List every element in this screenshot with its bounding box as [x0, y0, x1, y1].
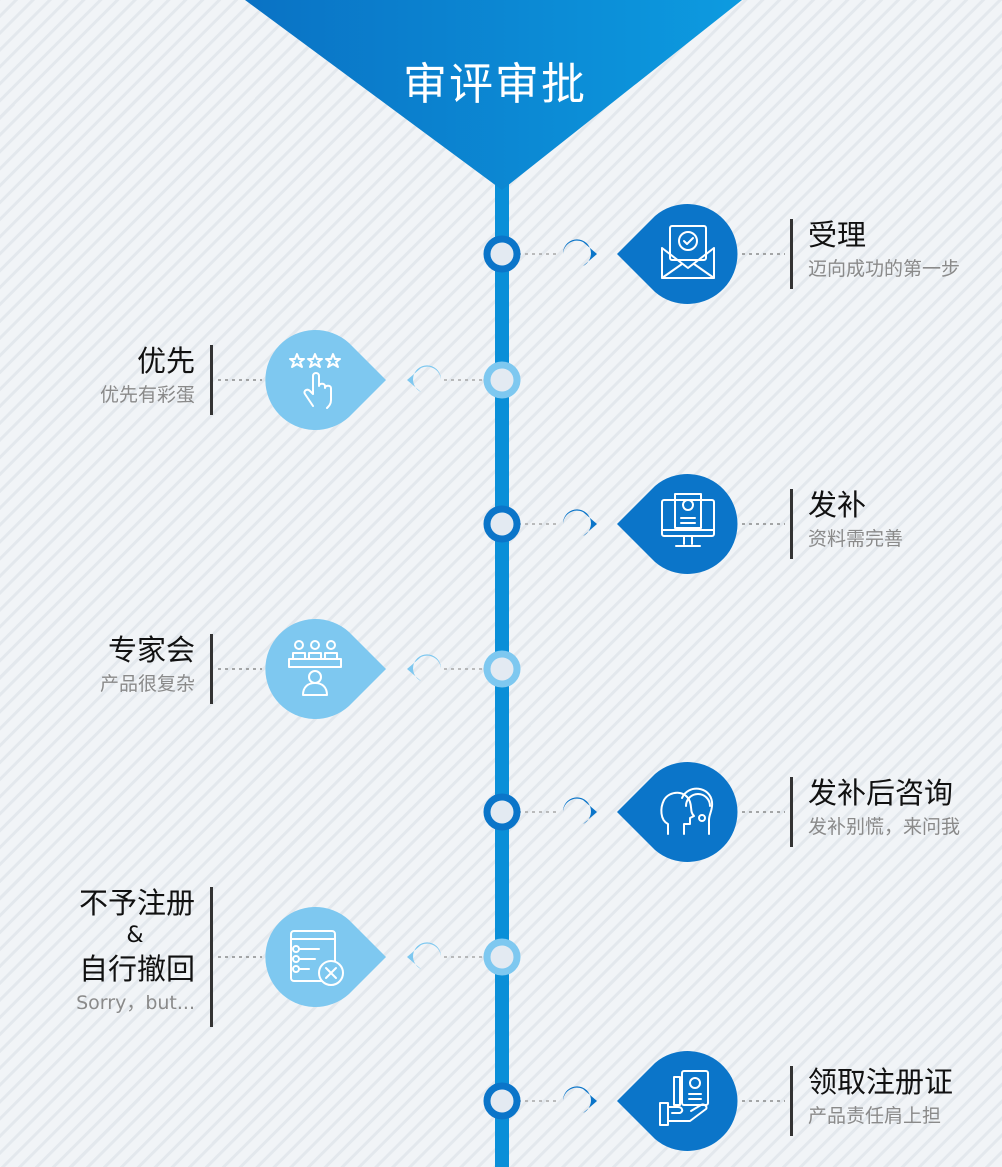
timeline-step [483, 203, 785, 304]
divider-bar [790, 1066, 793, 1136]
consultant-headset-icon [660, 787, 714, 835]
step-label: 受理迈向成功的第一步 [808, 216, 1002, 284]
divider-bar [210, 887, 213, 1027]
timeline-node [483, 650, 521, 688]
step-title: 不予注册 [78, 886, 195, 920]
divider-bar [210, 345, 213, 415]
step-subtitle: 发补别慌，来问我 [808, 816, 961, 838]
step-label: 不予注册 & 自行撤回 Sorry，but... [0, 884, 195, 1018]
certificate-hand-icon [659, 1070, 709, 1126]
timeline-step [483, 1051, 785, 1152]
step-label: 优先优先有彩蛋 [0, 342, 195, 410]
small-drop-marker [562, 797, 597, 824]
step-title-line2: 自行撤回 [78, 952, 195, 986]
header-triangle [245, 0, 742, 190]
timeline-node [483, 361, 521, 399]
timeline-step [218, 907, 521, 1007]
monitor-document-icon [661, 493, 715, 547]
step-subtitle: 产品责任肩上担 [808, 1105, 942, 1127]
checklist-reject-icon [290, 930, 344, 986]
step-title: 专家会 [107, 633, 195, 667]
timeline-node [483, 938, 521, 976]
timeline-step [483, 474, 785, 574]
small-drop-marker [562, 239, 597, 266]
step-label: 发补资料需完善 [808, 486, 1002, 554]
timeline-step [218, 619, 521, 719]
divider-bar [210, 634, 213, 704]
step-title: 受理 [808, 218, 867, 252]
envelope-check-icon [661, 225, 715, 279]
divider-bar [790, 777, 793, 847]
step-label: 专家会产品很复杂 [0, 631, 195, 699]
icon-drop [265, 907, 386, 1007]
step-subtitle: 迈向成功的第一步 [808, 258, 961, 280]
icon-drop [617, 1051, 738, 1152]
stars-hand-icon [289, 353, 341, 409]
icon-drop [265, 330, 386, 430]
step-title: 优先 [136, 344, 195, 378]
divider-bar [790, 219, 793, 289]
timeline-node [483, 235, 521, 273]
step-title-ampersand: & [126, 923, 144, 948]
step-label: 领取注册证产品责任肩上担 [808, 1063, 1002, 1131]
expert-meeting-icon [288, 640, 342, 696]
timeline-node [483, 505, 521, 543]
icon-drop [265, 619, 386, 719]
step-title: 领取注册证 [808, 1065, 954, 1099]
timeline-step [483, 762, 785, 862]
step-subtitle: 资料需完善 [808, 528, 904, 550]
divider-bar [790, 489, 793, 559]
small-drop-marker [562, 1086, 597, 1113]
step-title: 发补后咨询 [808, 776, 954, 810]
step-subtitle: Sorry，but... [76, 992, 195, 1014]
small-drop-marker [407, 654, 442, 681]
step-subtitle: 优先有彩蛋 [99, 384, 195, 406]
icon-drop [617, 762, 738, 862]
timeline-spine [495, 0, 509, 1167]
icon-drop [617, 203, 738, 304]
timeline-node [483, 1082, 521, 1120]
page-title: 审评审批 [403, 59, 587, 110]
icon-drop [617, 474, 738, 574]
small-drop-marker [407, 942, 442, 969]
step-title: 发补 [808, 488, 867, 522]
timeline-step [218, 330, 521, 430]
small-drop-marker [407, 365, 442, 392]
step-subtitle: 产品很复杂 [99, 673, 195, 695]
step-label: 发补后咨询发补别慌，来问我 [808, 774, 1002, 842]
timeline-node [483, 793, 521, 831]
small-drop-marker [562, 509, 597, 536]
